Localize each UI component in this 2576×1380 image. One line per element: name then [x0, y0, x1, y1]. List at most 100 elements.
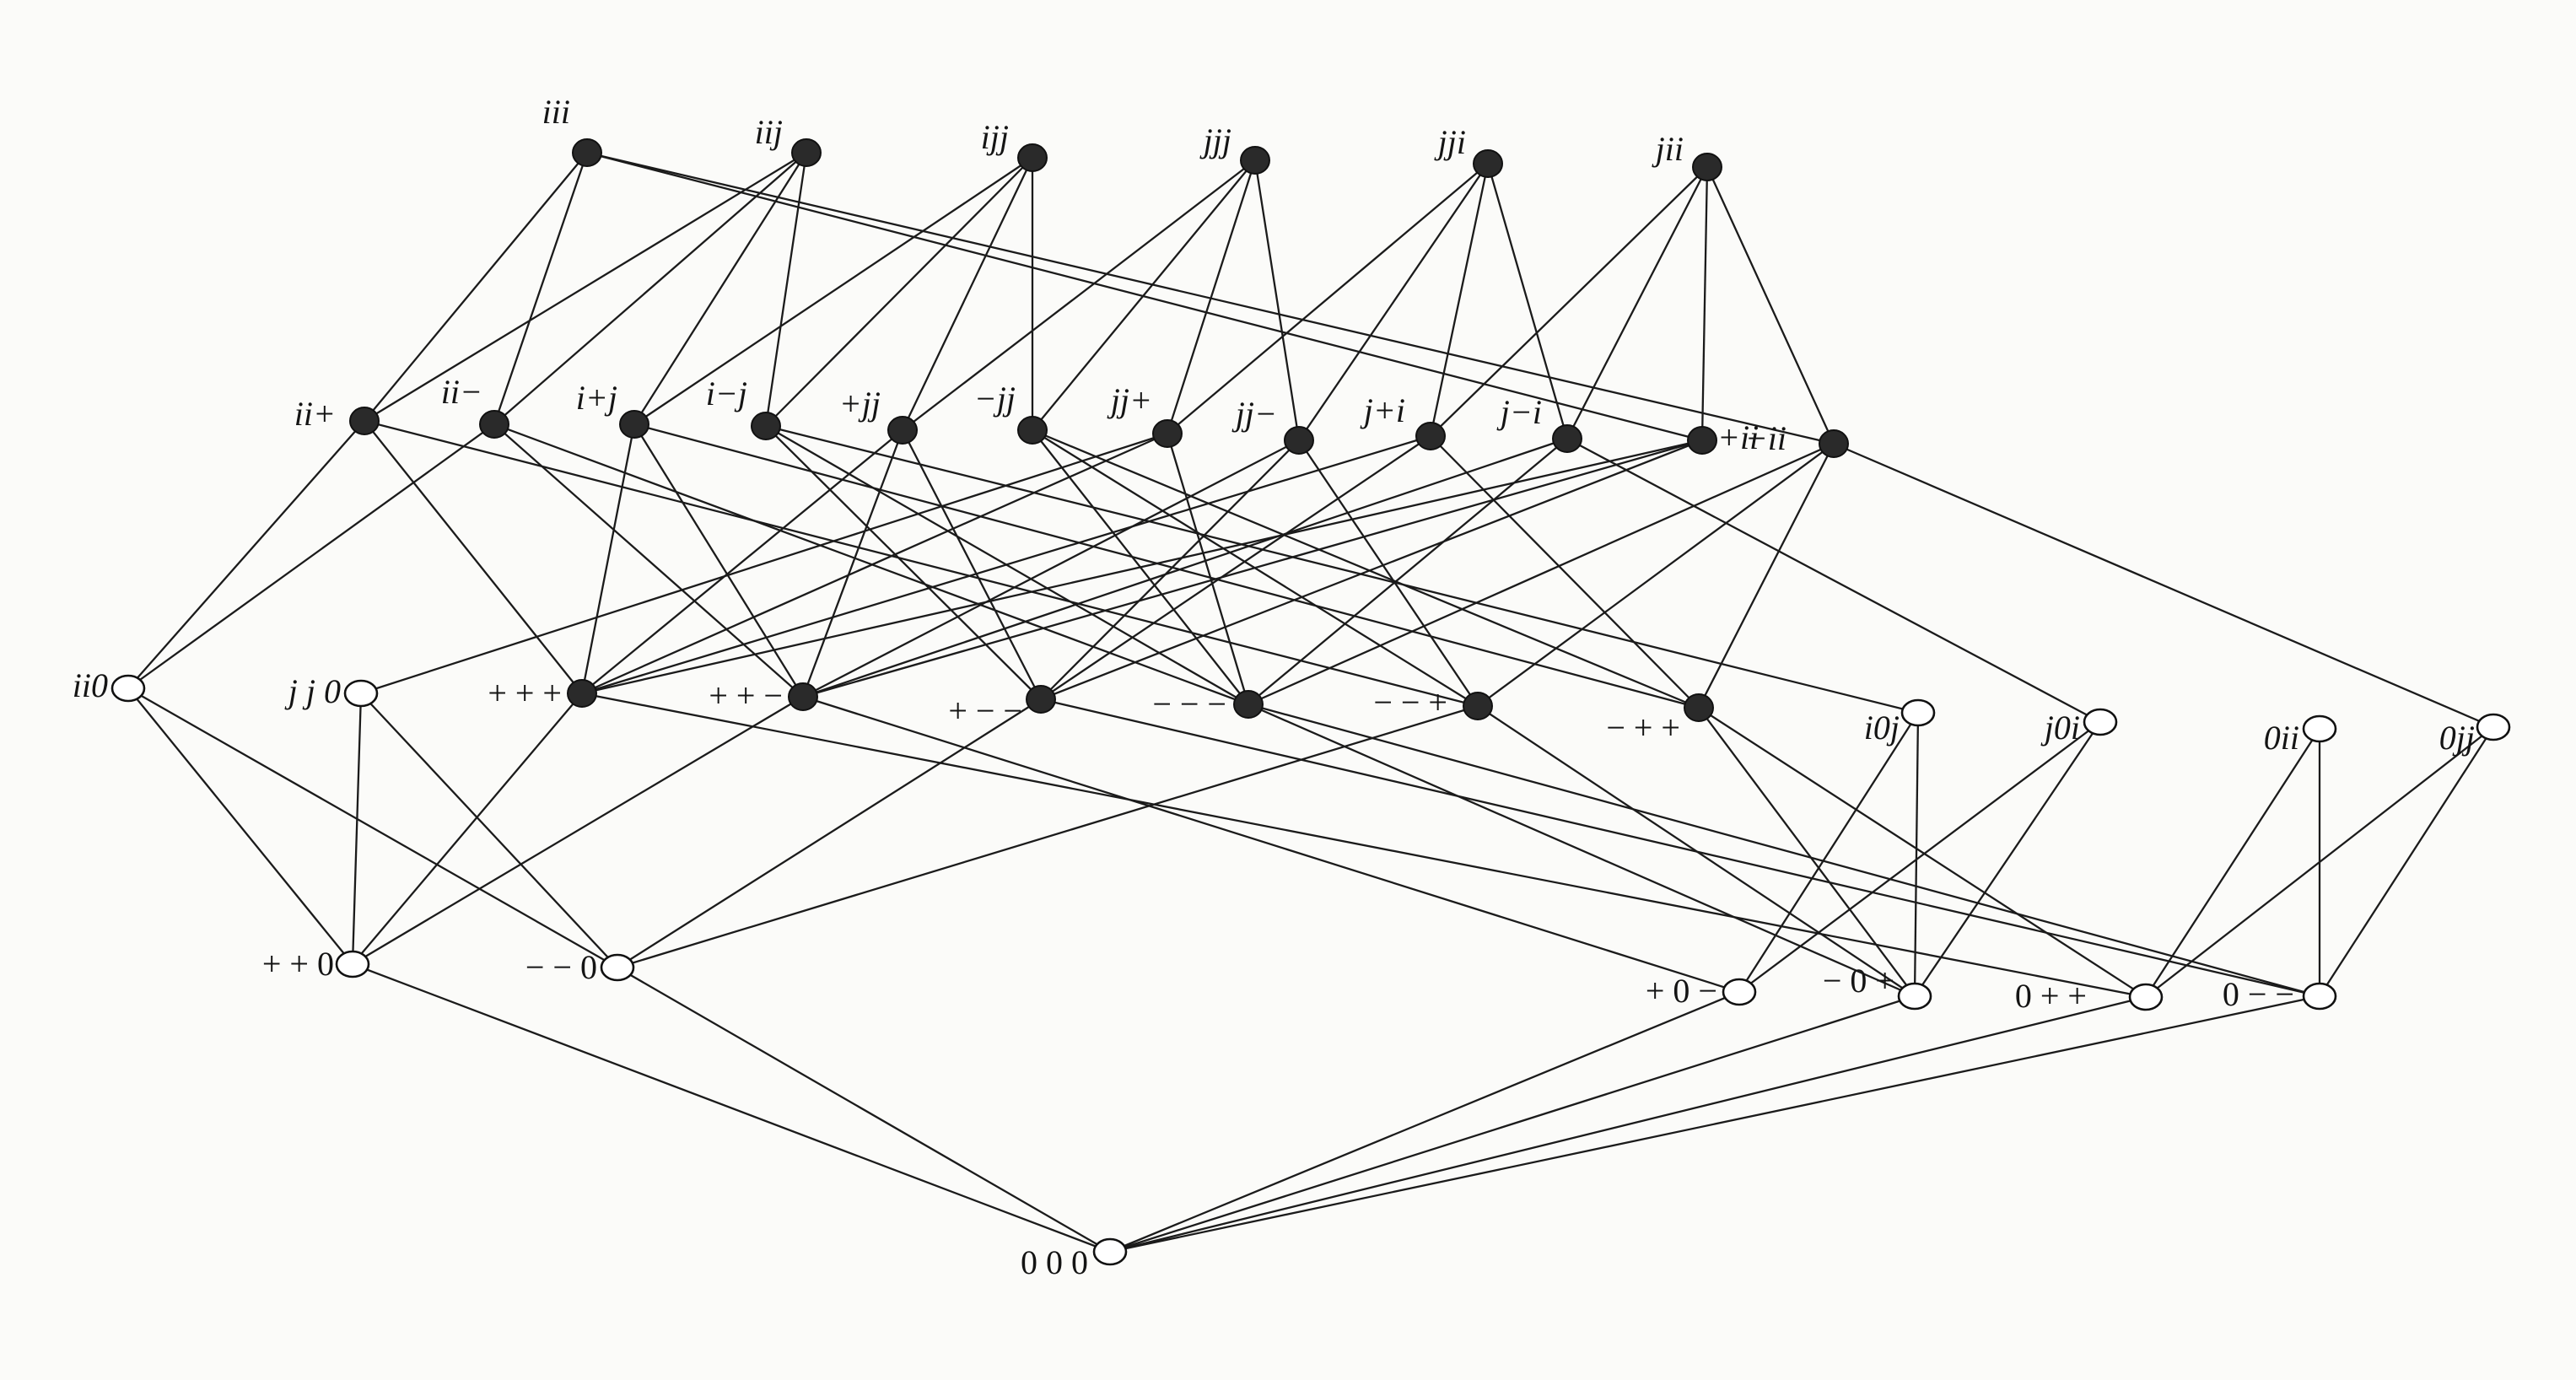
edge-jj0-pp0 — [351, 693, 363, 965]
edge-jii-mii — [1706, 166, 1835, 445]
edge-m0p-000 — [1109, 995, 1916, 1253]
node-label-0mm: 0 − − — [2223, 975, 2294, 1013]
node-label-mii: −ii — [1745, 419, 1786, 457]
node-iij — [791, 138, 822, 167]
node-label-jmi: j−i — [1496, 393, 1542, 431]
edge-jjj-mjj — [1032, 159, 1256, 431]
edge-mmm-0mm — [1248, 703, 2320, 998]
node-imj — [751, 412, 781, 440]
edge-jji-jjm — [1298, 163, 1489, 441]
node-pjj — [887, 416, 918, 445]
node-label-jjj: jjj — [1199, 121, 1231, 159]
node-0ii — [2302, 714, 2337, 743]
edge-iij-iip — [364, 152, 807, 422]
edge-j0i-m0p — [1914, 721, 2101, 997]
node-label-iij: iij — [755, 113, 783, 151]
node-pmm — [1026, 685, 1056, 714]
node-label-0jj: 0jj — [2439, 719, 2475, 757]
node-ipj — [619, 410, 649, 439]
node-label-ppp: + + + — [488, 674, 562, 712]
node-label-mjj: −jj — [974, 380, 1016, 418]
node-label-iip: ii+ — [294, 395, 336, 433]
edge-jji-jpi — [1429, 163, 1490, 437]
edge-pp0-000 — [352, 962, 1111, 1253]
node-iii — [572, 138, 602, 167]
edge-mii-0jj — [1833, 442, 2494, 729]
edge-mii-mpp — [1697, 443, 1835, 709]
edge-i0j-p0m — [1738, 712, 1919, 993]
edge-jji-jmi — [1486, 163, 1569, 439]
node-label-iii: iii — [542, 93, 570, 131]
node-jii — [1692, 153, 1722, 181]
edge-mmm-m0p — [1248, 703, 1916, 998]
node-pp0 — [335, 950, 370, 978]
edge-ppp-pp0 — [352, 693, 583, 965]
node-jjm — [1284, 426, 1314, 455]
edge-jjp-ppp — [581, 432, 1168, 695]
node-0mm — [2302, 982, 2337, 1011]
node-label-jji: jji — [1434, 123, 1466, 161]
node-i0j — [1900, 698, 1936, 727]
node-label-imj: i−j — [706, 375, 747, 412]
edge-jmi-ppm — [802, 437, 1568, 698]
node-ppp — [567, 679, 597, 708]
node-label-jj0: j j 0 — [284, 672, 341, 710]
edge-i0j-m0p — [1913, 712, 1920, 997]
node-mm0 — [600, 953, 635, 982]
node-label-p0m: + 0 − — [1646, 972, 1717, 1010]
node-label-0ii: 0ii — [2264, 719, 2299, 757]
edge-ipj-ppm — [633, 423, 804, 698]
node-label-mm0: − − 0 — [525, 948, 597, 986]
node-label-000: 0 0 0 — [1021, 1243, 1088, 1281]
edge-mpp-m0p — [1698, 707, 1916, 997]
node-label-j0i: j0i — [2040, 709, 2080, 747]
edge-jj0-mm0 — [360, 693, 618, 968]
node-ijj — [1017, 143, 1048, 172]
edge-ppm-pp0 — [352, 696, 804, 965]
edge-jji-jjp — [1167, 163, 1489, 434]
node-label-ii0: ii0 — [73, 666, 108, 704]
edge-iii-pii — [586, 151, 1703, 442]
edge-0mm-000 — [1109, 995, 2320, 1253]
edge-ijj-imj — [765, 157, 1033, 427]
edge-iim-ii0 — [127, 423, 495, 689]
edge-jjm-mmp — [1298, 439, 1479, 707]
node-label-m0p: − 0 + — [1823, 962, 1894, 1000]
node-iip — [349, 407, 380, 435]
edge-0pp-000 — [1109, 995, 2147, 1253]
edge-jjm-ppm — [802, 439, 1300, 698]
edge-jjj-jjp — [1166, 159, 1257, 434]
edge-mpp-0pp — [1698, 707, 2147, 998]
node-jji — [1473, 149, 1503, 178]
edge-0jj-0mm — [2319, 726, 2494, 997]
node-label-pjj: +jj — [839, 385, 881, 423]
node-mmm — [1233, 690, 1264, 719]
edge-layer — [127, 151, 2494, 1253]
node-label-0pp: 0 + + — [2015, 977, 2087, 1015]
edge-jjp-mmm — [1166, 433, 1250, 705]
edge-jmi-mmm — [1248, 438, 1568, 705]
node-pii — [1687, 426, 1717, 455]
node-label-jjm: jj− — [1231, 395, 1277, 433]
edge-j0i-p0m — [1738, 721, 2101, 993]
edge-ipj-ppp — [580, 423, 636, 694]
edge-mjj-mpp — [1032, 429, 1700, 709]
edge-ijj-ipj — [633, 157, 1033, 425]
node-label-iim: ii− — [441, 373, 482, 411]
edge-pjj-pmm — [901, 429, 1043, 700]
node-m0p — [1897, 982, 1932, 1011]
edge-pjj-ppm — [801, 429, 904, 698]
edge-ppm-p0m — [802, 695, 1740, 994]
node-label-mmm: − − − — [1152, 685, 1226, 723]
edge-jii-pii — [1700, 166, 1709, 441]
edge-jmi-j0i — [1566, 437, 2101, 724]
node-label-jii: jii — [1652, 130, 1684, 168]
node-mii — [1819, 429, 1849, 458]
edge-iij-ipj — [633, 152, 807, 425]
node-0pp — [2128, 983, 2164, 1011]
edge-p0m-000 — [1109, 990, 1740, 1253]
edge-ii0-pp0 — [127, 687, 353, 965]
edge-jjj-pjj — [902, 159, 1256, 431]
node-label-pmm: + − − — [948, 692, 1022, 730]
